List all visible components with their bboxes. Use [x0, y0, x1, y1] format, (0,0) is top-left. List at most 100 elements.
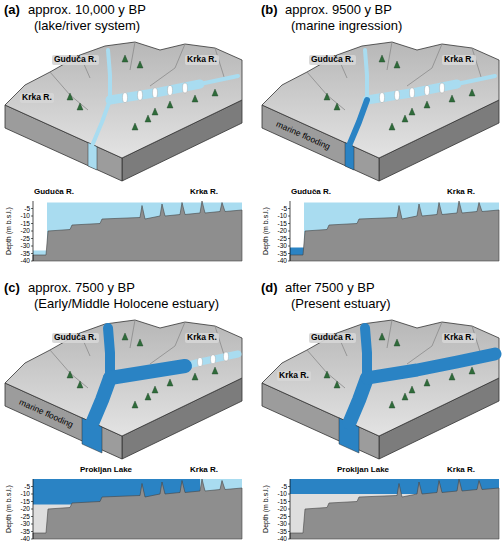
axis-tick: -20	[21, 227, 30, 234]
river-section	[88, 143, 97, 170]
axis-tick	[288, 246, 290, 247]
axis-tick: -10	[278, 490, 287, 497]
ridge-line	[50, 350, 88, 388]
tufa-barrier	[153, 88, 158, 98]
tree-symbol	[379, 55, 385, 62]
panel-letter: (b)	[261, 3, 278, 18]
place-name: Prokljan Lake	[80, 465, 132, 474]
axis-tick	[288, 238, 290, 239]
tree-symbol	[132, 401, 138, 408]
tree-symbol	[402, 115, 408, 122]
tree-symbol	[389, 123, 395, 130]
river	[110, 366, 185, 378]
axis-tick: -35	[278, 250, 287, 257]
tree-symbol	[137, 339, 143, 346]
river	[185, 354, 238, 366]
panel-title: approx. 10,000 y BP	[28, 3, 146, 18]
axis-tick: -25	[21, 235, 30, 242]
axis-tick: -15	[278, 220, 287, 227]
ridge-line	[407, 322, 442, 364]
tree-symbol	[212, 89, 218, 96]
axis-tick: -20	[278, 227, 287, 234]
tree-symbol	[409, 386, 415, 393]
river-name: Guduča R.	[309, 333, 356, 343]
ridge-line	[50, 72, 88, 110]
tree-symbol	[394, 61, 400, 68]
tree-symbol	[409, 108, 415, 115]
axis-tick	[288, 223, 290, 224]
process-label: marine flooding	[274, 120, 331, 153]
axis-tick	[31, 486, 33, 487]
panel-illustration	[262, 320, 499, 539]
axis-tick	[288, 539, 290, 540]
bedrock	[290, 479, 499, 539]
tree-symbol	[334, 103, 340, 110]
panel-title: approx. 9500 y BP	[285, 3, 392, 18]
axis-tick: -35	[21, 528, 30, 535]
axis-tick	[31, 223, 33, 224]
tufa-barrier	[123, 93, 128, 103]
axis-tick	[288, 216, 290, 217]
panel-title: approx. 7500 y BP	[28, 281, 135, 296]
tree-symbol	[424, 101, 430, 108]
axis-tick	[288, 524, 290, 525]
ridge-line	[387, 320, 392, 348]
axis-tick: -25	[278, 513, 287, 520]
river	[108, 328, 110, 378]
tree-symbol	[137, 61, 143, 68]
axis-tick: -10	[21, 212, 30, 219]
panel-letter: (a)	[4, 3, 20, 18]
ridge-line	[407, 44, 442, 86]
axis-title: Depth (m b.s.l.)	[262, 207, 270, 255]
panel-subtitle: (Early/Middle Holocene estuary)	[34, 297, 219, 312]
axis-tick	[288, 494, 290, 495]
axis-tick: -5	[24, 483, 30, 490]
axis-tick	[31, 539, 33, 540]
axis-tick: -30	[278, 242, 287, 249]
river-name: Krka R.	[185, 55, 219, 65]
axis-tick	[288, 531, 290, 532]
tree-symbol	[167, 379, 173, 386]
axis-tick	[31, 208, 33, 209]
tree-symbol	[152, 386, 158, 393]
axis-tick: -30	[278, 520, 287, 527]
axis-tick: -40	[278, 535, 287, 542]
axis-title: Depth (m b.s.l.)	[5, 207, 13, 255]
axis-tick	[31, 501, 33, 502]
bedrock	[290, 201, 499, 261]
axis-tick	[31, 524, 33, 525]
axis-tick	[31, 516, 33, 517]
place-name: Guduča R.	[34, 187, 74, 196]
ridge-line	[307, 72, 345, 110]
river	[110, 76, 238, 100]
ridge-line	[150, 44, 185, 86]
panel-title: after 7500 y BP	[285, 281, 375, 296]
block-top	[262, 320, 499, 436]
river-name: Krka R.	[185, 333, 219, 343]
tree-symbol	[324, 93, 330, 100]
panel-letter: (c)	[4, 281, 20, 296]
panel-illustration	[5, 42, 242, 261]
tufa-barrier	[198, 358, 203, 367]
river-name: Krka R.	[442, 55, 476, 65]
axis-tick: -25	[278, 235, 287, 242]
axis-tick	[31, 531, 33, 532]
tufa-barrier	[183, 83, 188, 93]
axis-tick: -5	[281, 483, 287, 490]
river	[93, 100, 111, 145]
tufa-barrier	[224, 352, 229, 361]
block-top	[262, 42, 499, 158]
panel-subtitle: (marine ingression)	[291, 19, 402, 34]
tree-symbol	[394, 339, 400, 346]
river-name: Guduča R.	[52, 55, 99, 65]
axis-tick	[31, 238, 33, 239]
axis-tick: -40	[21, 535, 30, 542]
water	[290, 479, 499, 539]
block-top	[5, 320, 242, 436]
axis-title: Depth (m b.s.l.)	[5, 485, 13, 533]
river	[108, 50, 110, 100]
tufa-barrier	[211, 355, 216, 364]
axis-tick	[31, 216, 33, 217]
axis-tick	[288, 253, 290, 254]
axis-tick: -40	[278, 257, 287, 264]
